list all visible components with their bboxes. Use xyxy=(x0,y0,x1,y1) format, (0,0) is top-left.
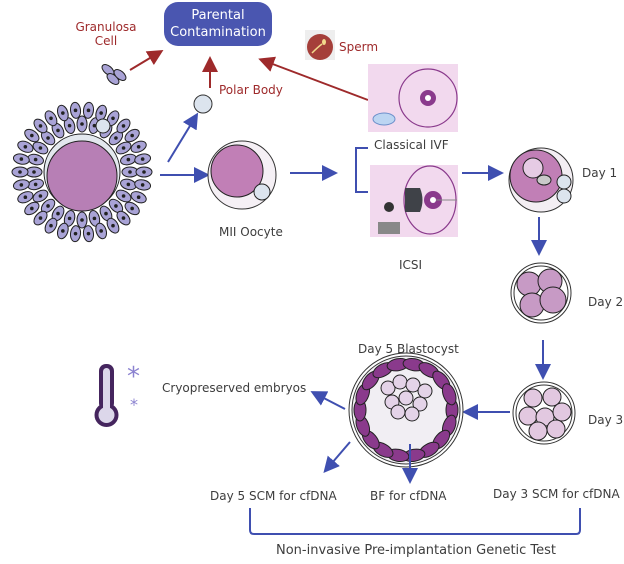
granulosa-cell xyxy=(106,110,120,127)
granulosa-cell xyxy=(69,225,82,243)
granulosa-cell xyxy=(44,110,58,127)
classical-ivf-icon xyxy=(368,64,458,132)
day3-embryo-icon xyxy=(512,381,576,445)
granulosa-cell xyxy=(134,153,152,165)
granulosa-cell xyxy=(24,201,40,216)
granulosa-cell xyxy=(95,104,108,122)
classical-ivf-label: Classical IVF xyxy=(374,138,449,152)
sperm-label: Sperm xyxy=(339,40,379,54)
day1-zygote-icon xyxy=(508,147,574,213)
snowflake-small-icon: * xyxy=(130,395,138,414)
day1-label: Day 1 xyxy=(582,166,618,180)
granulosa-cell xyxy=(130,140,147,153)
granulosa-cell xyxy=(32,141,49,155)
granulosa-cell xyxy=(124,201,140,216)
granulosa-cell xyxy=(130,191,147,204)
icm-cell xyxy=(390,404,406,420)
polar-body-icon xyxy=(193,94,213,114)
cumulus-oocyte-complex xyxy=(11,101,153,243)
day5-scm-label: Day 5 SCM for cfDNA xyxy=(210,489,337,503)
box-line2: Contamination xyxy=(170,25,266,40)
icm-cell xyxy=(404,406,420,422)
polar-body-label: Polar Body xyxy=(219,83,283,97)
blastocyst-icon xyxy=(348,352,464,468)
parental-contamination-box: Parental Contamination xyxy=(164,2,272,46)
snowflake-large-icon: * xyxy=(127,362,140,392)
granulosa-cells-icon xyxy=(101,64,127,85)
granulosa-cell xyxy=(106,217,120,234)
trophectoderm-cell xyxy=(441,383,457,406)
granulosa-cell xyxy=(95,222,108,240)
granulosa-cell xyxy=(82,225,95,243)
mii-oocyte-icon xyxy=(207,140,277,210)
granulosa-cell xyxy=(33,210,48,226)
nipgt-label: Non-invasive Pre-implantation Genetic Te… xyxy=(276,543,557,558)
icm-cell xyxy=(392,374,408,390)
day2-embryo-icon xyxy=(510,262,572,324)
icm-cell xyxy=(412,396,428,412)
mii-oocyte-label: MII Oocyte xyxy=(219,225,283,239)
icm-cell xyxy=(417,383,433,399)
box-line1: Parental xyxy=(191,8,245,23)
granulosa-cell xyxy=(116,118,131,134)
granulosa-cell xyxy=(76,115,88,133)
icsi-icon xyxy=(370,165,458,237)
granulosa-cell xyxy=(69,101,82,119)
sperm-arrow xyxy=(258,56,369,101)
day3-scm-label: Day 3 SCM for cfDNA xyxy=(493,487,620,501)
icsi-label: ICSI xyxy=(399,258,423,272)
granulosa-cell xyxy=(135,166,153,178)
granulosa-cell xyxy=(82,101,95,119)
granulosa-cell xyxy=(115,189,132,203)
day5-blastocyst-label: Day 5 Blastocyst xyxy=(358,342,459,356)
granulosa-cell xyxy=(11,166,29,178)
bf-label: BF for cfDNA xyxy=(370,489,447,503)
cryopreserved-label: Cryopreserved embryos xyxy=(162,381,307,395)
granulosa-cell xyxy=(12,153,30,165)
granulosa-cell xyxy=(24,128,40,143)
granulosa-cell xyxy=(17,191,34,204)
granulosa-cell xyxy=(33,118,48,134)
granulosa-cell xyxy=(27,178,44,191)
granulosa-cell xyxy=(40,198,56,214)
granulosa-cell xyxy=(99,205,113,222)
thermometer-icon xyxy=(94,364,119,427)
icm-cell xyxy=(398,390,414,406)
granulosa-cell xyxy=(56,222,69,240)
granulosa-cell xyxy=(115,141,132,155)
granulosa-cell xyxy=(12,179,30,191)
icm-cell xyxy=(405,377,421,393)
granulosa-cell xyxy=(116,210,131,226)
day3-label: Day 3 xyxy=(588,413,624,427)
granulosa-cell xyxy=(124,128,140,143)
granulosa-cell xyxy=(134,179,152,191)
granulosa-label: Granulosa Cell xyxy=(75,20,137,48)
granulosa-cell xyxy=(44,217,58,234)
icm-cell xyxy=(380,380,396,396)
granulosa-arrow xyxy=(129,49,164,71)
granulosa-cell xyxy=(120,178,137,191)
day2-label: Day 2 xyxy=(588,295,624,309)
granulosa-cell xyxy=(32,189,49,203)
granulosa-cell xyxy=(17,140,34,153)
granulosa-cell xyxy=(76,211,88,229)
sperm-icon xyxy=(305,30,335,60)
granulosa-cell xyxy=(56,104,69,122)
